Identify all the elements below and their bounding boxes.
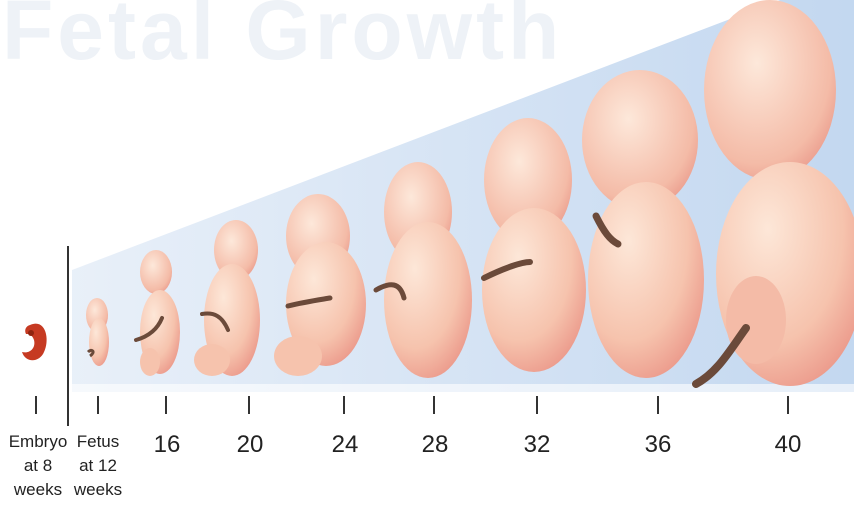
label-week-40: 40 (775, 431, 802, 459)
fetus-36-figure (582, 70, 704, 378)
embryo-figure (22, 324, 47, 361)
label-line: weeks (9, 478, 68, 502)
label-week-24: 24 (332, 431, 359, 459)
label-week-16: 16 (154, 431, 181, 459)
floor-shade (72, 384, 854, 394)
label-line: at 12 (74, 454, 122, 478)
label-line: Embryo (9, 430, 68, 454)
label-embryo-8: Embryo at 8 weeks (9, 430, 68, 502)
label-line: weeks (74, 478, 122, 502)
label-week-20: 20 (237, 431, 264, 459)
label-week-36: 36 (645, 431, 672, 459)
label-fetus-12: Fetus at 12 weeks (74, 430, 122, 502)
label-line: Fetus (74, 430, 122, 454)
tick-marks (36, 396, 788, 414)
label-week-28: 28 (422, 431, 449, 459)
label-week-32: 32 (524, 431, 551, 459)
label-line: at 8 (9, 454, 68, 478)
